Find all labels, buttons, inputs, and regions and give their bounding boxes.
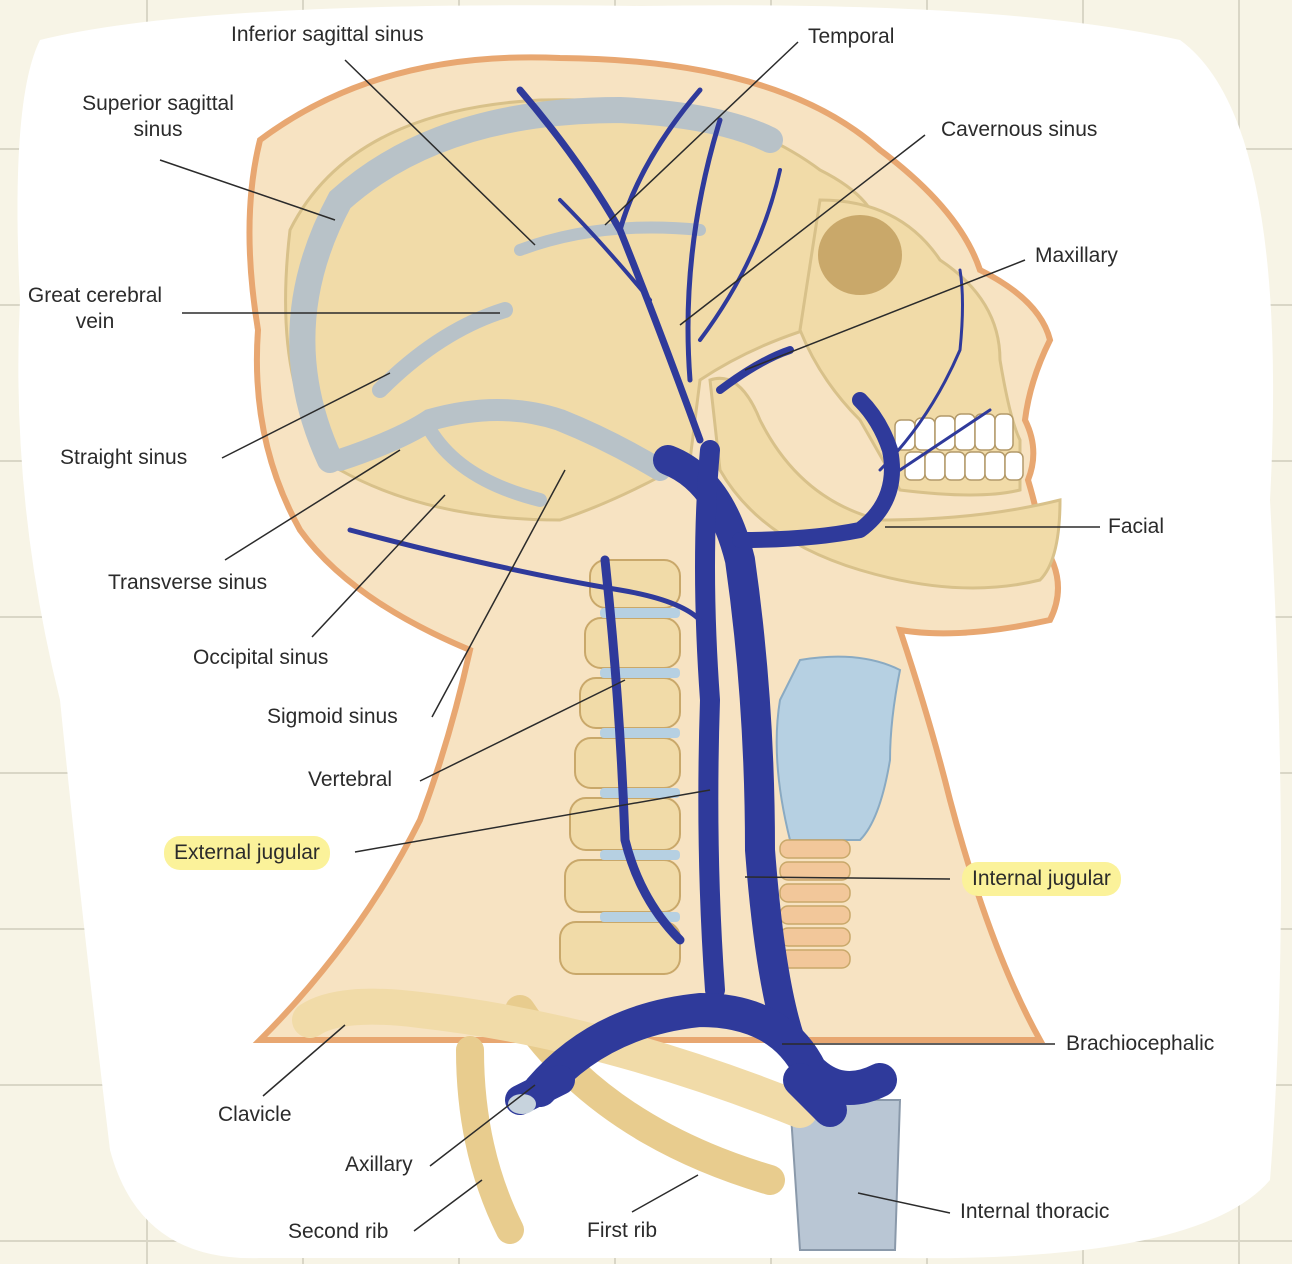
label-transverse-sinus: Transverse sinus [108,571,268,594]
label-clavicle: Clavicle [218,1103,292,1126]
label-internal-jugular: Internal jugular [962,862,1121,896]
axillary-vein-lumen [508,1094,536,1114]
label-maxillary: Maxillary [1035,244,1118,267]
leader-lines [159,41,1100,1232]
label-facial: Facial [1108,515,1165,538]
label-external-jugular: External jugular [164,836,330,870]
label-axillary: Axillary [345,1153,413,1176]
label-occipital-sinus: Occipital sinus [193,646,329,669]
larynx [775,655,902,841]
veins [347,86,992,1127]
label-straight-sinus: Straight sinus [60,446,188,469]
label-internal-thoracic: Internal thoracic [960,1200,1110,1223]
label-second-rib: Second rib [288,1220,389,1243]
label-inferior-sagittal-sinus: Inferior sagittal sinus [231,23,424,46]
label-superior-sagittal-sinus: Superior sagittal sinus [82,92,234,141]
label-sigmoid-sinus: Sigmoid sinus [267,705,398,728]
label-first-rib: First rib [587,1219,657,1242]
label-vertebral: Vertebral [308,768,393,791]
trachea-rings [779,839,851,969]
label-great-cerebral-vein: Great cerebral vein [27,284,163,333]
clavicle-bone [292,988,818,1128]
label-cavernous-sinus: Cavernous sinus [941,118,1098,141]
label-temporal: Temporal [808,25,895,48]
label-brachiocephalic: Brachiocephalic [1066,1032,1215,1055]
teeth [894,413,1024,481]
orbit [818,215,902,295]
